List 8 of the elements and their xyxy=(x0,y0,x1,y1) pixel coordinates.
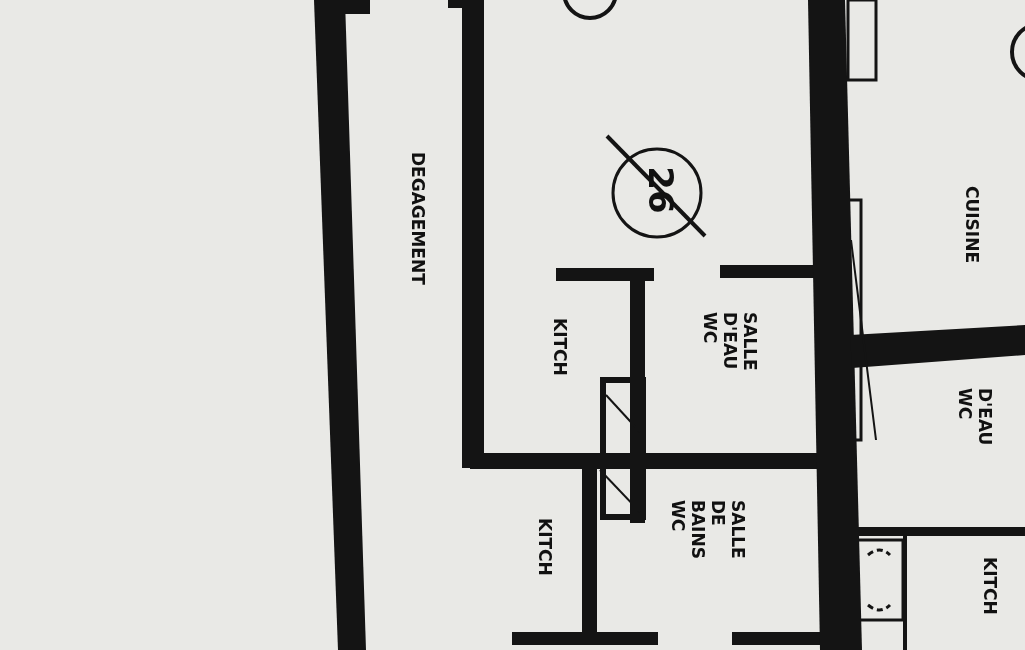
room-label: KITCH xyxy=(980,557,1000,615)
room-label: KITCH xyxy=(535,518,555,576)
room-label: KITCH xyxy=(550,318,570,376)
room-label: SALLE DE BAINS WC xyxy=(668,500,748,559)
room-label: SALLE D'EAU WC xyxy=(700,312,760,371)
room-label: CUISINE xyxy=(962,186,982,263)
room-label: D'EAU WC xyxy=(955,388,995,446)
room-label: DEGAGEMENT xyxy=(408,152,428,285)
